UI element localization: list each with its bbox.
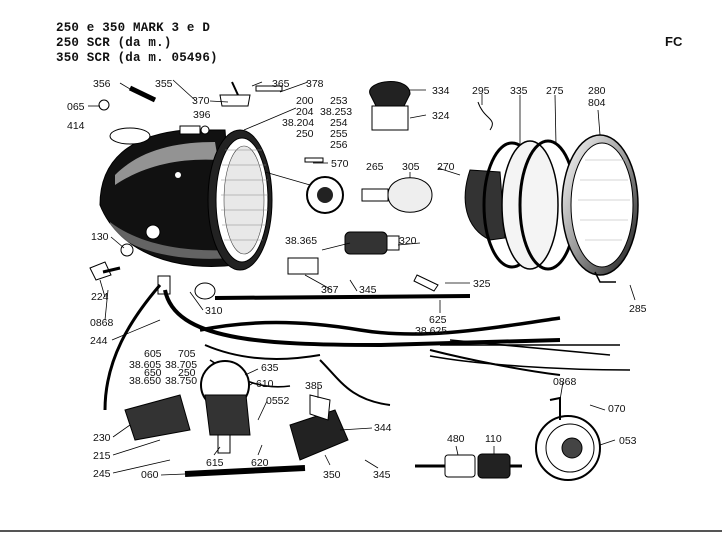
label-370: 370 [192, 95, 210, 107]
label-356: 356 [93, 78, 111, 90]
label-605: 605 [144, 348, 162, 360]
leader-lines [88, 79, 636, 476]
label-320: 320 [399, 235, 417, 247]
label-38.650: 38.650 [129, 375, 161, 387]
label-350: 350 [323, 469, 341, 481]
label-367: 367 [321, 284, 339, 296]
label-38.705: 38.705 [165, 359, 197, 371]
instrument-and-horn [124, 360, 601, 481]
label-615: 615 [206, 457, 224, 469]
label-335: 335 [510, 85, 528, 97]
label-250: 250 [296, 128, 314, 140]
label-0868b: 0868 [553, 376, 577, 388]
label-378: 378 [306, 78, 324, 90]
header-line-1: 250 e 350 MARK 3 e D [56, 21, 211, 35]
label-230: 230 [93, 432, 111, 444]
label-270: 270 [437, 161, 455, 173]
label-0552: 0552 [266, 395, 290, 407]
label-38.365: 38.365 [285, 235, 317, 247]
label-256: 256 [330, 139, 348, 151]
label-610: 610 [256, 378, 274, 390]
label-38.605: 38.605 [129, 359, 161, 371]
headlamp-rings [464, 134, 639, 283]
label-38.625: 38.625 [415, 325, 447, 337]
label-620: 620 [251, 457, 269, 469]
label-245: 245 [93, 468, 111, 480]
label-804: 804 [588, 97, 606, 109]
page-bottom-rule [0, 530, 722, 532]
wiring-harness [103, 284, 631, 411]
small-hardware [89, 81, 493, 300]
label-224: 224 [91, 291, 109, 303]
label-065: 065 [67, 101, 85, 113]
label-334: 334 [432, 85, 450, 97]
label-070: 070 [608, 403, 626, 415]
label-635: 635 [261, 362, 279, 374]
catalog-code: FC [665, 34, 683, 49]
label-345: 345 [359, 284, 377, 296]
header-line-3: 350 SCR (da m. 05496) [56, 51, 218, 65]
label-295: 295 [472, 85, 490, 97]
label-305: 305 [402, 161, 420, 173]
part-number-labels: 356 355 365 378 370 396 065 414 200 204 … [67, 78, 647, 481]
label-285: 285 [629, 303, 647, 315]
label-355: 355 [155, 78, 173, 90]
label-250b: 250 [178, 367, 196, 379]
label-310: 310 [205, 305, 223, 317]
bulbs-and-holders [287, 81, 439, 292]
label-253: 253 [330, 95, 348, 107]
label-385: 385 [305, 380, 323, 392]
label-414: 414 [67, 120, 85, 132]
label-365: 365 [272, 78, 290, 90]
label-38.204: 38.204 [282, 117, 314, 129]
label-480: 480 [447, 433, 465, 445]
label-570: 570 [331, 158, 349, 170]
label-110: 110 [485, 433, 502, 445]
label-396: 396 [193, 109, 211, 121]
label-324: 324 [432, 110, 450, 122]
label-705: 705 [178, 348, 196, 360]
label-244: 244 [90, 335, 108, 347]
label-215: 215 [93, 450, 111, 462]
label-38.750: 38.750 [165, 375, 197, 387]
label-053: 053 [619, 435, 637, 447]
label-344: 344 [374, 422, 392, 434]
label-204: 204 [296, 106, 314, 118]
label-345b: 345 [373, 469, 391, 481]
label-130: 130 [91, 231, 109, 243]
label-200: 200 [296, 95, 314, 107]
label-0868: 0868 [90, 317, 114, 329]
label-325: 325 [473, 278, 491, 290]
label-275: 275 [546, 85, 564, 97]
label-254: 254 [330, 117, 348, 129]
label-280: 280 [588, 85, 606, 97]
label-255: 255 [330, 128, 348, 140]
label-060: 060 [141, 469, 159, 481]
label-265: 265 [366, 161, 384, 173]
headlamp-shell [99, 125, 273, 271]
header-line-2: 250 SCR (da m.) [56, 36, 172, 50]
label-625: 625 [429, 314, 447, 326]
label-650: 650 [144, 367, 162, 379]
label-38.253: 38.253 [320, 106, 352, 118]
